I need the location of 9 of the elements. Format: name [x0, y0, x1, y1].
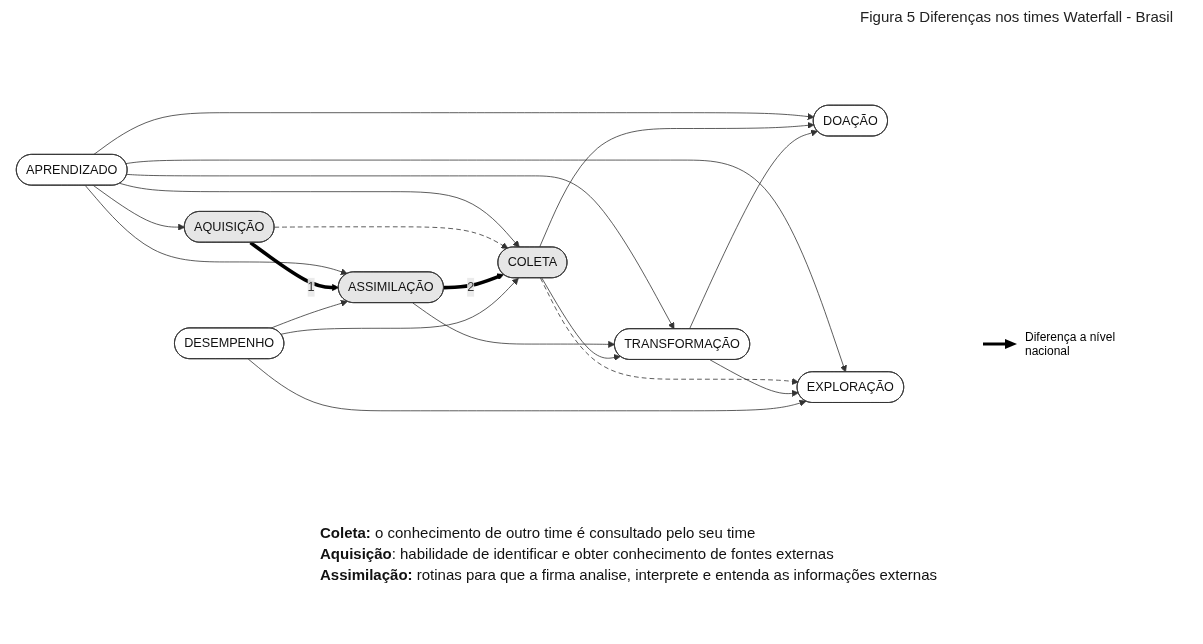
arrow	[443, 273, 504, 290]
edge-label: 2	[467, 280, 475, 294]
arrow	[249, 241, 339, 291]
figure-title: Figura 5 Diferenças nos times Waterfall - Brasil	[859, 8, 1173, 25]
definition-note: Assimilação: rotinas para que a firma analise, interprete e entenda as informações externas	[320, 566, 938, 583]
edge-label: 1	[307, 280, 315, 294]
definition-note: Coleta: o conhecimento de outro time é consultado pelo seu time	[320, 524, 757, 541]
definition-note: Aquisição: habilidade de identificar e obter conhecimento de fontes externas	[320, 545, 835, 562]
legend-text: Diferença a nível nacional	[1025, 330, 1117, 358]
